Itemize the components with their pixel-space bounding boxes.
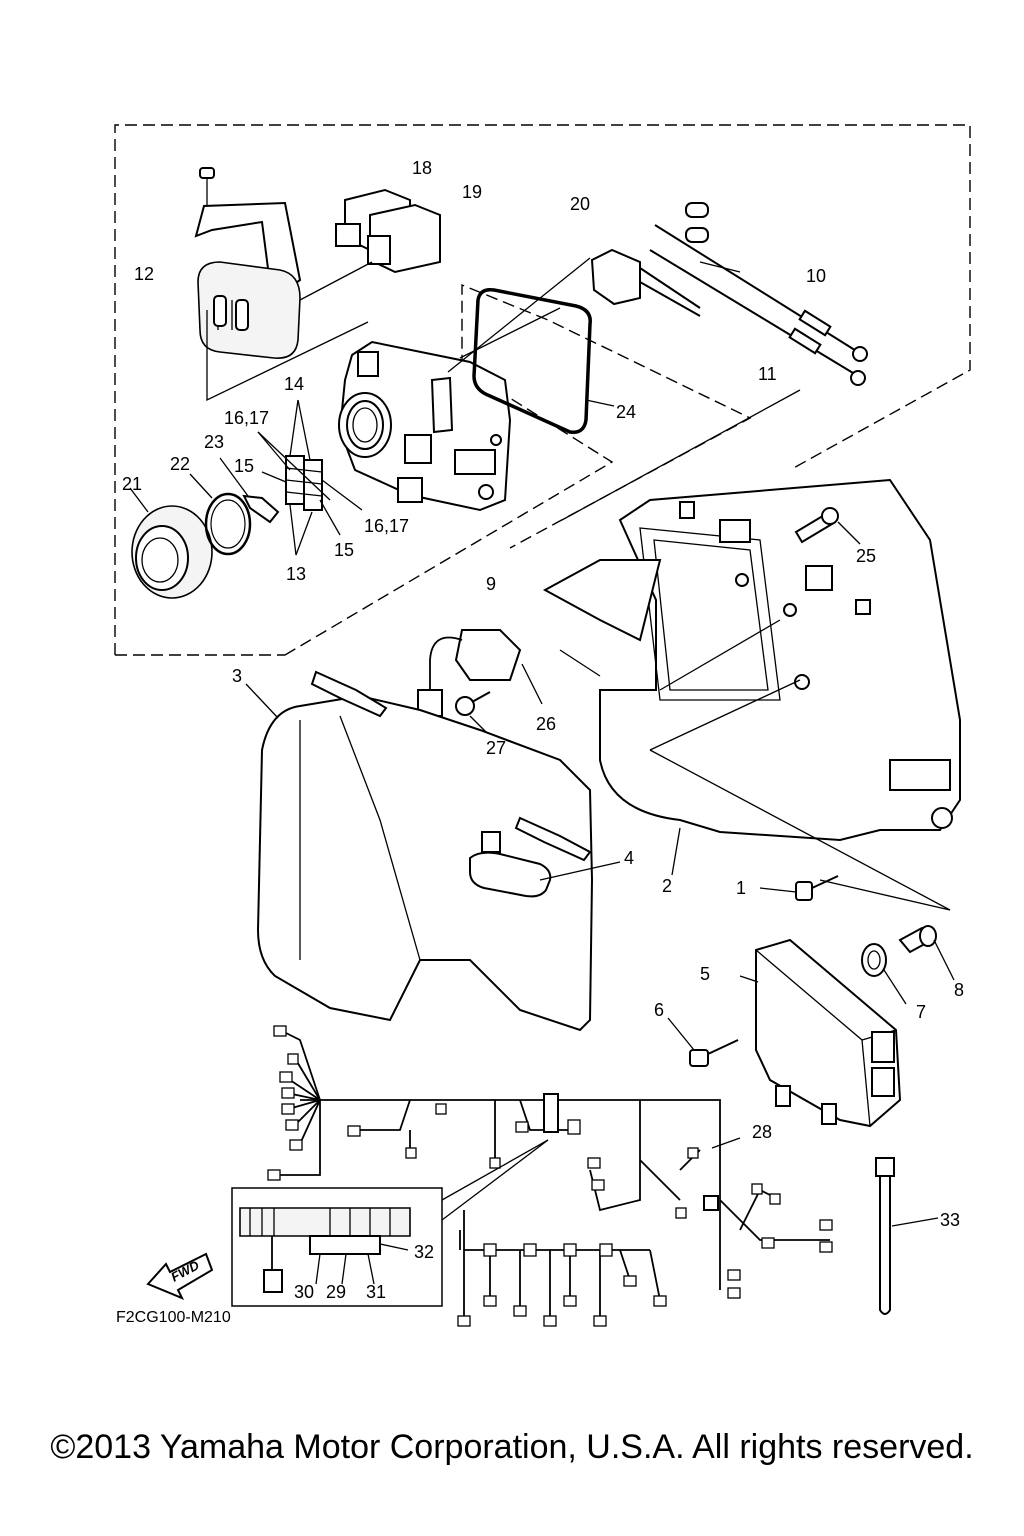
- label-23: 23: [204, 432, 224, 452]
- part-18-19-relays: [299, 188, 441, 301]
- copyright-notice: ©2013 Yamaha Motor Corporation, U.S.A. A…: [50, 1428, 974, 1466]
- label-25: 25: [856, 546, 876, 566]
- label-28: 28: [752, 1122, 772, 1142]
- part-26-sensor: [417, 629, 543, 717]
- parts-13-17-terminals: [257, 399, 363, 556]
- label-22: 22: [170, 454, 190, 474]
- part-33-cable-tie: [875, 1157, 939, 1315]
- label-30: 30: [294, 1282, 314, 1302]
- label-1: 1: [736, 878, 746, 898]
- label-8: 8: [954, 980, 964, 1000]
- label-6: 6: [654, 1000, 664, 1020]
- label-24: 24: [616, 402, 636, 422]
- fwd-arrow-icon: FWD: [146, 1252, 214, 1300]
- part-25-bolt: [794, 507, 861, 545]
- part-20-connector: [447, 248, 641, 373]
- part-3-cover: [245, 670, 621, 1032]
- label-9: 9: [486, 574, 496, 594]
- label-18: 18: [412, 158, 432, 178]
- label-19: 19: [462, 182, 482, 202]
- label-27: 27: [486, 738, 506, 758]
- label-11: 11: [758, 364, 777, 384]
- throttle-body-assembly: [338, 340, 512, 512]
- inset-detail-box: [231, 1139, 549, 1307]
- label-2: 2: [662, 876, 672, 896]
- label-15-upper: 15: [234, 456, 254, 476]
- part-22-ring: [189, 473, 252, 556]
- part-1-bolt: [759, 875, 839, 901]
- part-2-housing: [542, 389, 961, 911]
- exploded-parts-diagram: FWD 18 19 20 10 11 12 14 24 16,17 23 22 …: [114, 124, 971, 1327]
- part-7-grommet: [861, 943, 907, 1005]
- label-16-17-upper: 16,17: [224, 408, 269, 428]
- label-3: 3: [232, 666, 242, 686]
- label-13: 13: [286, 564, 306, 584]
- label-26: 26: [536, 714, 556, 734]
- label-16-17-lower: 16,17: [364, 516, 409, 536]
- label-21: 21: [122, 474, 142, 494]
- part-labels: 18 19 20 10 11 12 14 24 16,17 23 22 15 2…: [116, 158, 964, 1326]
- label-12: 12: [134, 264, 154, 284]
- label-10: 10: [806, 266, 826, 286]
- label-4: 4: [624, 848, 634, 868]
- label-32: 32: [414, 1242, 434, 1262]
- part-8-collar: [898, 925, 955, 981]
- part-23-clip: [219, 457, 280, 524]
- label-20: 20: [570, 194, 590, 214]
- label-31: 31: [366, 1282, 386, 1302]
- label-5: 5: [700, 964, 710, 984]
- parts-10-11-cables: [639, 202, 868, 386]
- part-6-bolt: [667, 1017, 739, 1067]
- part-28-wiring-harness: [267, 1025, 833, 1327]
- label-33: 33: [940, 1210, 960, 1230]
- part-21-cap: [129, 487, 213, 599]
- part-5-ecu: [739, 938, 902, 1128]
- label-7: 7: [916, 1002, 926, 1022]
- diagram-code: F2CG100-M210: [116, 1309, 231, 1326]
- label-14: 14: [284, 374, 304, 394]
- part-12-cover: [194, 167, 369, 402]
- label-15-lower: 15: [334, 540, 354, 560]
- label-29: 29: [326, 1282, 346, 1302]
- part-24-gasket: [472, 287, 615, 434]
